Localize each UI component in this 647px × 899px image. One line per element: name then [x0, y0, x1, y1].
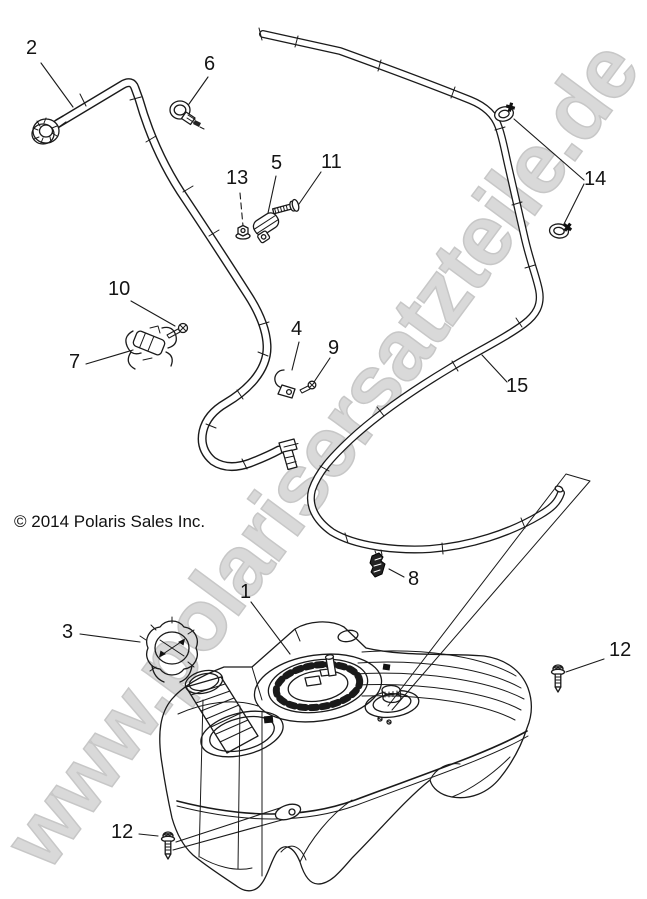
part-callout-2: 2 — [26, 37, 38, 59]
part-callout-12-right: 12 — [609, 639, 632, 661]
clamp-6 — [169, 100, 205, 130]
fuel-tank — [159, 621, 532, 892]
vent-fitting — [364, 684, 420, 725]
callout-leader-lines — [40, 62, 605, 851]
screw-10 — [166, 322, 189, 339]
part-callout-10: 10 — [108, 278, 131, 300]
part-callout-9: 9 — [328, 337, 340, 359]
hose-quick-connector — [31, 115, 67, 145]
hose-segment-ticks — [79, 93, 270, 470]
clamp-4 — [274, 369, 296, 399]
part-callout-6: 6 — [204, 53, 216, 75]
clamp-14-lower — [548, 222, 573, 239]
hose-clip-7 — [125, 325, 177, 370]
fuel-cap — [139, 616, 198, 683]
clamp-5 — [252, 212, 280, 244]
part-callout-3: 3 — [62, 621, 74, 643]
clamp-14-upper — [493, 102, 516, 122]
clip-8 — [369, 549, 386, 578]
part-callout-15: 15 — [506, 375, 529, 397]
screw-12-right — [550, 664, 566, 693]
hose-segment-ticks — [294, 35, 536, 555]
hose-elbow-fitting — [278, 438, 299, 471]
fuel-pump-flange — [253, 653, 383, 723]
screw-12-left — [160, 831, 176, 860]
part-callout-5: 5 — [271, 152, 283, 174]
part-callout-8: 8 — [408, 568, 420, 590]
vent-hose — [258, 27, 591, 711]
nut-13 — [235, 224, 251, 240]
part-callout-11: 11 — [321, 151, 342, 173]
part-callout-13: 13 — [226, 167, 249, 189]
filler-neck — [184, 669, 259, 754]
part-callout-1: 1 — [240, 581, 252, 603]
screw-11 — [272, 198, 300, 215]
part-callout-4: 4 — [291, 318, 303, 340]
screw-9 — [299, 380, 317, 394]
part-callout-12-left: 12 — [111, 821, 134, 843]
part-callout-14: 14 — [584, 168, 607, 190]
copyright-text: © 2014 Polaris Sales Inc. — [14, 512, 206, 531]
vent-hose-end-tube — [387, 473, 591, 711]
fuel-supply-hose — [31, 78, 299, 471]
part-callout-7: 7 — [69, 351, 81, 373]
